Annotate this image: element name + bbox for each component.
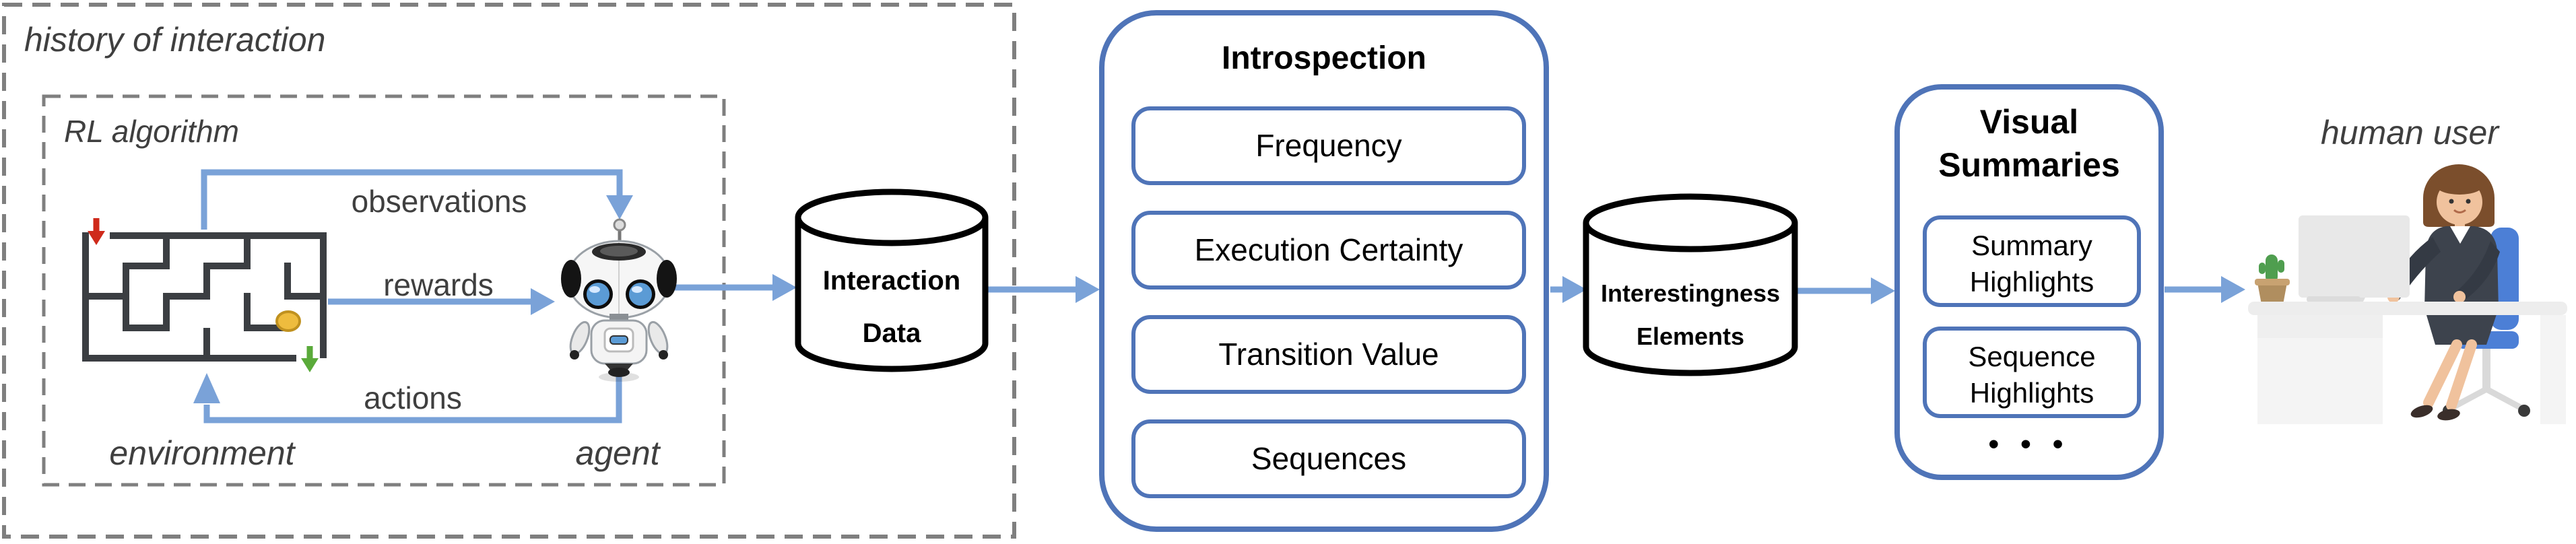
- cactus-icon: [2255, 254, 2290, 304]
- connector-lines: [201, 169, 2222, 423]
- history-of-interaction-label: history of interaction: [24, 21, 326, 59]
- rewards-arrowhead-icon: [531, 288, 555, 315]
- introspection-box: Introspection Frequency Execution Certai…: [1099, 10, 1549, 532]
- human-user-illustration: [2248, 164, 2567, 424]
- maze-entry-arrow-icon: [88, 218, 105, 245]
- robot-agent-icon: [561, 218, 677, 382]
- sequence-highlights-line1: Sequence: [1968, 341, 2096, 372]
- connector-arrowheads: [193, 195, 2245, 403]
- interaction-data-line2: Data: [862, 318, 921, 348]
- introspection-item-execution-certainty: Execution Certainty: [1131, 211, 1526, 290]
- interaction-data-line1: Interaction: [822, 266, 961, 296]
- introspection-to-elements-arrowhead-icon: [1562, 276, 1587, 303]
- maze-goal-coin-icon: [275, 310, 301, 332]
- interestingness-elements-cylinder-icon: [1583, 193, 1798, 376]
- observations-label: observations: [351, 184, 527, 219]
- interestingness-line1: Interestingness: [1600, 279, 1781, 307]
- actions-arrowhead-icon: [193, 373, 220, 403]
- data-to-introspection-arrowhead-icon: [1076, 276, 1100, 303]
- actions-arrow-line: [203, 374, 622, 423]
- maze-exit-arrow-icon: [301, 346, 319, 372]
- sequence-highlights-item: Sequence Highlights: [1923, 327, 2141, 418]
- summaries-to-human-arrowhead-icon: [2221, 276, 2245, 303]
- summary-highlights-line1: Summary: [1971, 230, 2092, 261]
- human-user-label: human user: [2320, 114, 2499, 151]
- agent-label: agent: [575, 434, 660, 472]
- rl-algorithm-label: RL algorithm: [64, 114, 239, 149]
- actions-label: actions: [364, 380, 462, 415]
- introspection-item-transition-value: Transition Value: [1131, 315, 1526, 394]
- observations-arrow-line: [201, 169, 623, 230]
- elements-to-summaries-arrowhead-icon: [1871, 277, 1895, 304]
- desk-icon: [2248, 302, 2567, 424]
- woman-icon: [2387, 164, 2500, 421]
- introspection-title: Introspection: [1221, 40, 1426, 76]
- rewards-label: rewards: [383, 267, 494, 302]
- summary-highlights-item: Summary Highlights: [1923, 215, 2141, 307]
- interestingness-line2: Elements: [1636, 322, 1745, 350]
- visual-summaries-title-line2: Summaries: [1938, 146, 2120, 184]
- maze-environment-icon: [82, 232, 327, 362]
- introspection-item-frequency: Frequency: [1131, 106, 1526, 185]
- summary-highlights-line2: Highlights: [1969, 266, 2094, 298]
- observations-arrowhead-icon: [606, 195, 633, 219]
- sequence-highlights-line2: Highlights: [1969, 377, 2094, 409]
- visual-summaries-box: Visual Summaries Summary Highlights Sequ…: [1894, 84, 2164, 480]
- environment-label: environment: [109, 434, 295, 472]
- keyboard-icon: [2307, 296, 2360, 302]
- introspection-item-sequences: Sequences: [1131, 419, 1526, 498]
- more-summaries-ellipsis: • • •: [1988, 428, 2070, 461]
- interaction-data-cylinder-label: Interaction Data: [798, 254, 985, 360]
- visual-summaries-title: Visual Summaries: [1900, 100, 2158, 186]
- history-of-interaction-dashed-box: [2, 3, 1016, 539]
- monitor-icon: [2299, 215, 2410, 308]
- agent-to-data-arrowhead-icon: [772, 274, 797, 301]
- interaction-data-cylinder-icon: [795, 189, 989, 372]
- visual-summaries-title-line1: Visual: [1979, 103, 2079, 141]
- interestingness-elements-cylinder-label: Interestingness Elements: [1579, 272, 1802, 358]
